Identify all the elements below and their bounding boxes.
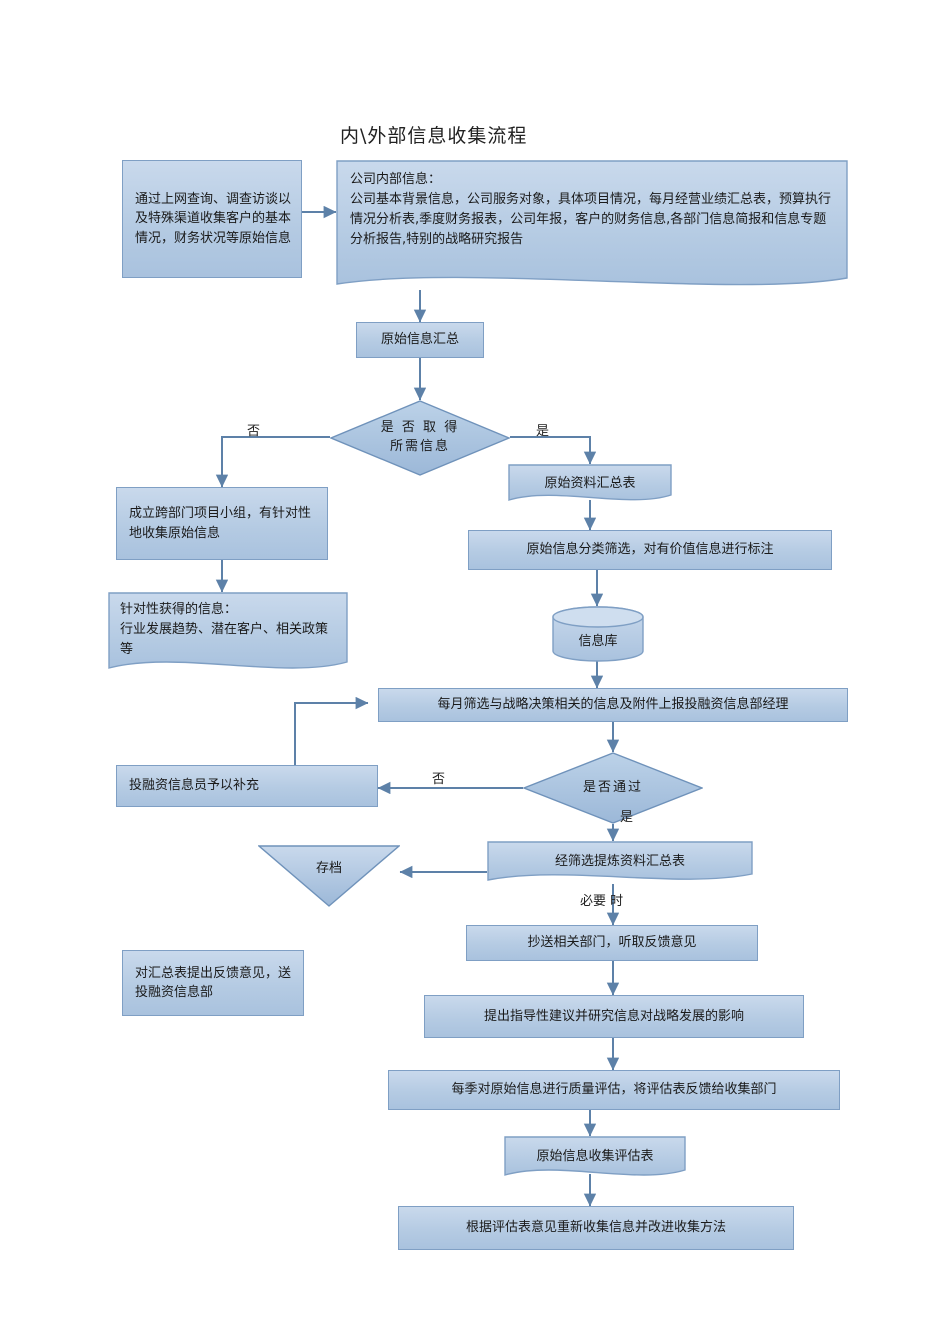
- node-guidance-suggestion-label: 提出指导性建议并研究信息对战略发展的影响: [483, 1008, 744, 1024]
- raw-material-table-shape: [508, 464, 672, 501]
- edge-label-yes-right: 是: [536, 424, 550, 439]
- decision-obtained-text: 是 否 取 得 所需信息: [330, 400, 510, 476]
- decision-obtained-shape: [329, 400, 511, 476]
- node-info-database[interactable]: 信息库: [552, 606, 644, 662]
- targeted-info-shape: [108, 592, 348, 669]
- refined-table-shape: [487, 841, 753, 881]
- node-recollect-improve-label: 根据评估表意见重新收集信息并改进收集方法: [465, 1220, 726, 1236]
- node-feedback-to-dept-label: 对汇总表提出反馈意见，送投融资信息部: [135, 965, 292, 1001]
- node-cross-dept-team[interactable]: 成立跨部门项目小组，有针对性地收集原始信息: [116, 487, 328, 560]
- node-refined-table[interactable]: 经筛选提炼资料汇总表: [487, 841, 753, 887]
- node-monthly-report[interactable]: 每月筛选与战略决策相关的信息及附件上报投融资信息部经理: [378, 688, 848, 722]
- node-supplement[interactable]: 投融资信息员予以补充: [116, 765, 378, 807]
- node-raw-info-summary[interactable]: 原始信息汇总: [356, 322, 484, 358]
- decision-obtained-line2: 所需信息: [389, 439, 450, 454]
- node-collection-eval-table-label: 原始信息收集评估表: [536, 1148, 654, 1164]
- node-external-sources-label: 通过上网查询、调查访谈以及特殊渠道收集客户的基本情况，财务状况等原始信息: [135, 191, 292, 246]
- node-targeted-info-heading: 针对性获得的信息：: [120, 602, 238, 617]
- node-external-sources[interactable]: 通过上网查询、调查访谈以及特殊渠道收集客户的基本情况，财务状况等原始信息: [122, 160, 302, 278]
- node-supplement-label: 投融资信息员予以补充: [129, 778, 260, 794]
- database-cylinder-shape: [552, 606, 644, 662]
- node-internal-info[interactable]: 公司内部信息： 公司基本背景信息，公司服务对象，具体项目情况，每月经营业绩汇总表…: [336, 160, 848, 295]
- node-copy-to-depts[interactable]: 抄送相关部门，听取反馈意见: [466, 925, 758, 961]
- node-decision-pass-label: 是否通过: [582, 779, 643, 795]
- node-internal-info-body: 公司基本背景信息，公司服务对象，具体项目情况，每月经营业绩汇总表，预算执行情况分…: [350, 192, 832, 248]
- edge-label-no-left: 否: [247, 424, 261, 439]
- node-monthly-report-label: 每月筛选与战略决策相关的信息及附件上报投融资信息部经理: [437, 697, 789, 713]
- node-quarterly-quality-label: 每季对原始信息进行质量评估，将评估表反馈给收集部门: [451, 1082, 777, 1098]
- node-targeted-info-body: 行业发展趋势、潜在客户、相关政策等: [120, 622, 329, 658]
- node-archive-label: 存档: [315, 861, 342, 876]
- edge-label-no-pass: 否: [432, 772, 446, 787]
- node-raw-material-table-label: 原始资料汇总表: [544, 475, 636, 491]
- chart-title: 内\外部信息收集流程: [340, 125, 528, 147]
- decision-pass-shape: [522, 752, 704, 824]
- node-guidance-suggestion[interactable]: 提出指导性建议并研究信息对战略发展的影响: [424, 995, 804, 1038]
- node-collection-eval-table[interactable]: 原始信息收集评估表: [504, 1136, 686, 1184]
- node-copy-to-depts-label: 抄送相关部门，听取反馈意见: [527, 935, 697, 951]
- collection-eval-table-shape: [504, 1136, 686, 1176]
- node-recollect-improve[interactable]: 根据评估表意见重新收集信息并改进收集方法: [398, 1206, 794, 1250]
- node-info-database-label: 信息库: [578, 633, 618, 649]
- node-raw-info-summary-label: 原始信息汇总: [380, 332, 459, 348]
- node-classify-filter[interactable]: 原始信息分类筛选，对有价值信息进行标注: [468, 530, 832, 570]
- node-raw-material-table[interactable]: 原始资料汇总表: [508, 464, 672, 506]
- node-cross-dept-team-label: 成立跨部门项目小组，有针对性地收集原始信息: [129, 506, 312, 541]
- edge-decision-yes: [510, 436, 597, 465]
- node-feedback-to-dept[interactable]: 对汇总表提出反馈意见，送投融资信息部: [122, 950, 304, 1016]
- node-decision-pass[interactable]: 是否通过: [522, 752, 704, 824]
- edge-label-yes-pass: 是: [620, 810, 634, 825]
- edge-decision-no: [215, 436, 330, 488]
- internal-info-shape: [336, 160, 848, 286]
- node-archive[interactable]: 存档: [257, 845, 401, 907]
- node-refined-table-label: 经筛选提炼资料汇总表: [554, 853, 685, 869]
- decision-obtained-line1: 是 否 取 得: [380, 420, 460, 436]
- edge-label-if-necessary: 必要 时: [580, 894, 624, 909]
- node-internal-info-heading: 公司内部信息：: [350, 172, 442, 187]
- node-targeted-info[interactable]: 针对性获得的信息： 行业发展趋势、潜在客户、相关政策等: [108, 592, 348, 677]
- node-decision-obtained[interactable]: 是 否 取 得 所需信息: [329, 400, 511, 476]
- node-classify-filter-label: 原始信息分类筛选，对有价值信息进行标注: [526, 542, 774, 558]
- archive-triangle-shape: [257, 845, 401, 907]
- node-quarterly-quality[interactable]: 每季对原始信息进行质量评估，将评估表反馈给收集部门: [388, 1070, 840, 1110]
